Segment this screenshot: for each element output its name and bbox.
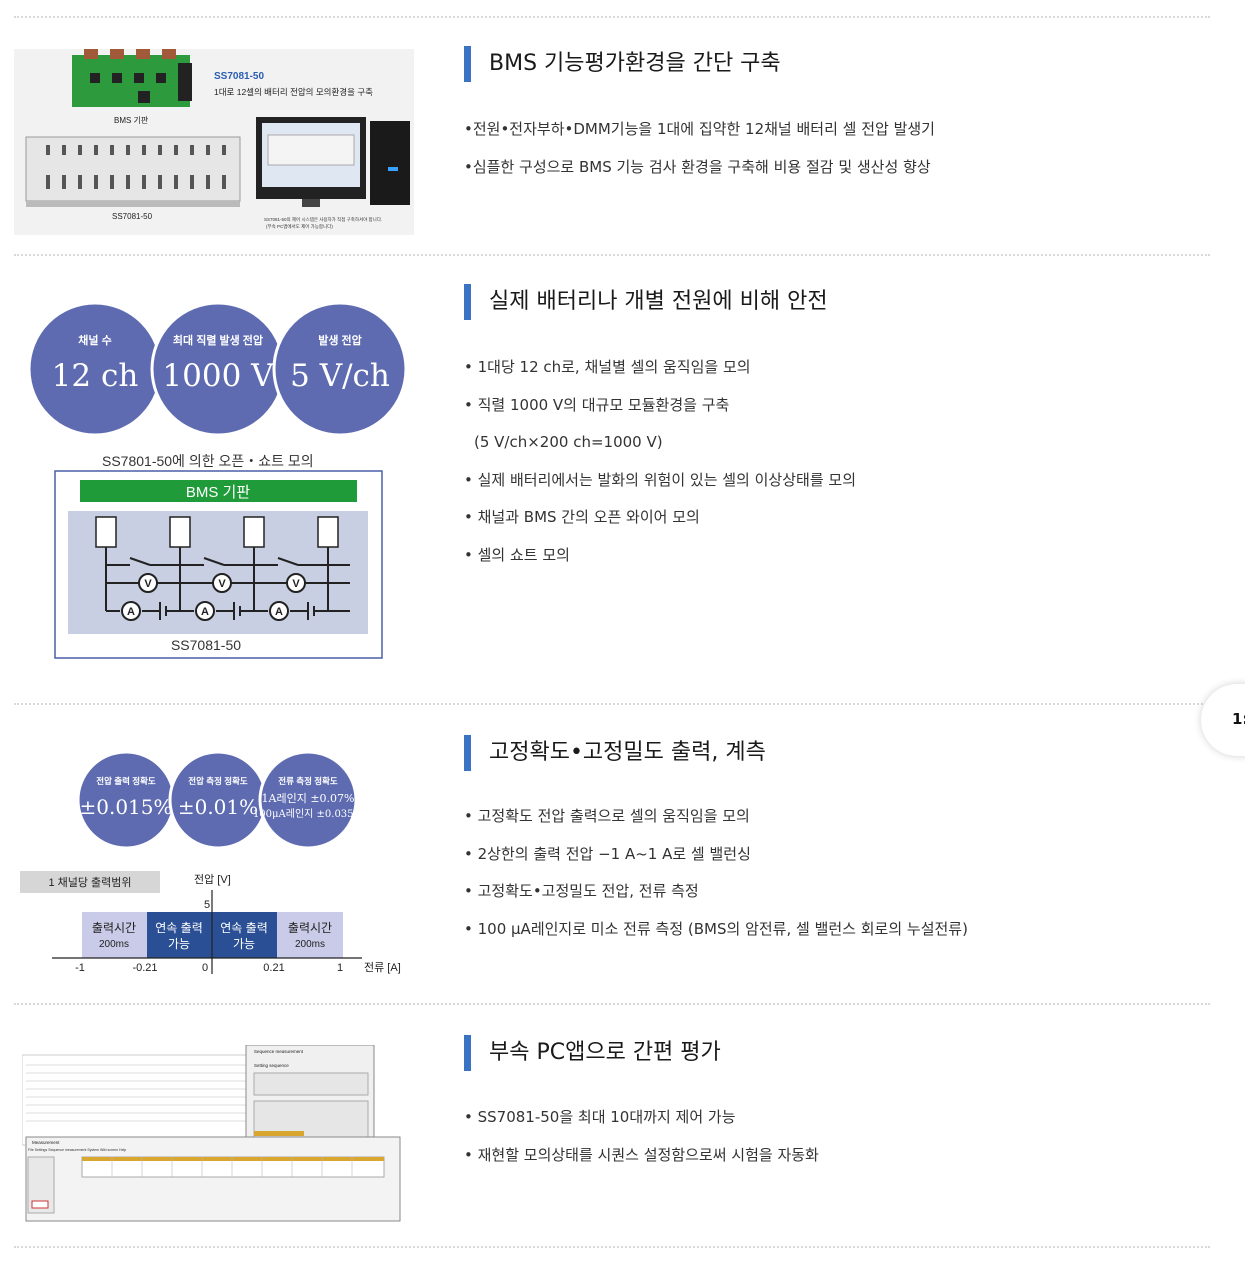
svg-text:전압 측정 정확도: 전압 측정 정확도 bbox=[188, 776, 248, 786]
bullet-item: • 채널과 BMS 간의 오픈 와이어 모의 bbox=[464, 508, 700, 526]
range-block bbox=[277, 912, 343, 958]
bms-board-bar bbox=[80, 480, 357, 502]
svg-text:최대 직렬 발생 전압: 최대 직렬 발생 전압 bbox=[173, 333, 263, 347]
svg-text:5: 5 bbox=[204, 899, 210, 911]
floating-side-tab[interactable]: 1: bbox=[1201, 684, 1245, 756]
section-divider bbox=[14, 703, 1210, 705]
svg-text:가능: 가능 bbox=[168, 937, 190, 951]
svg-text:0: 0 bbox=[202, 962, 208, 974]
svg-text:(부속 PC앱에서도 제어 가능합니다): (부속 PC앱에서도 제어 가능합니다) bbox=[266, 223, 333, 230]
svg-text:SS7081-50: SS7081-50 bbox=[214, 71, 264, 82]
section-divider bbox=[14, 1003, 1210, 1005]
accuracy-figure: 전압 출력 정확도 ±0.015% 전압 측정 정확도 ±0.01% 전류 측정… bbox=[20, 750, 401, 974]
svg-text:±0.015%: ±0.015% bbox=[79, 795, 172, 819]
svg-text:전류 [A]: 전류 [A] bbox=[364, 961, 401, 974]
svg-text:V: V bbox=[292, 578, 300, 590]
svg-text:가능: 가능 bbox=[233, 937, 255, 951]
section-divider bbox=[14, 254, 1210, 256]
measurement-window bbox=[25, 1136, 401, 1222]
bullet-item: • 고정확도 전압 출력으로 셀의 움직임을 모의 bbox=[464, 807, 750, 825]
safety-figure: 채널 수 12 ch 최대 직렬 발생 전압 1000 V 발생 전압 5 V/… bbox=[27, 301, 408, 659]
section-title-pc-app: 부속 PC앱으로 간편 평가 bbox=[464, 1035, 721, 1071]
spec-circle bbox=[76, 750, 358, 850]
bullet-item: • 직렬 1000 V의 대규모 모듈환경을 구축 bbox=[464, 395, 730, 414]
range-label-box bbox=[20, 871, 160, 893]
section-bullets-pc-app: • SS7081-50을 최대 10대까지 제어 가능 • 재현할 모의상태를 … bbox=[464, 1106, 819, 1181]
svg-text:File Settings Sequence measu: File Settings Sequence measurement Syste… bbox=[28, 1148, 126, 1152]
svg-text:1A레인지 ±0.07%: 1A레인지 ±0.07% bbox=[262, 792, 355, 805]
bullet-item: • 재현할 모의상태를 시퀀스 설정함으로써 시험을 자동화 bbox=[464, 1145, 819, 1164]
svg-text:Setting sequence: Setting sequence bbox=[254, 1063, 289, 1068]
bullet-item: •심플한 구성으로 BMS 기능 검사 환경을 구축해 비용 절감 및 생산성 … bbox=[464, 157, 931, 176]
section-bullets-safety: • 1대당 12 ch로, 채널별 셀의 움직임을 모의 • 직렬 1000 V… bbox=[464, 356, 856, 581]
svg-text:12 ch: 12 ch bbox=[52, 358, 139, 394]
svg-text:100μA레인지 ±0.035%: 100μA레인지 ±0.035% bbox=[253, 808, 363, 820]
pc-app-screenshot: Sequence measurement Setting sequence Me… bbox=[22, 1045, 401, 1222]
svg-text:SS7081-50의 제어 시스템은 사용자가 직접 구축하: SS7081-50의 제어 시스템은 사용자가 직접 구축하셔야 합니다. bbox=[264, 216, 382, 223]
section-bullets-accuracy: • 고정확도 전압 출력으로 셀의 움직임을 모의 • 2상한의 출력 전압 −… bbox=[464, 805, 968, 955]
bullet-item: • 1대당 12 ch로, 채널별 셀의 움직임을 모의 bbox=[464, 358, 751, 376]
bullet-item: • 실제 배터리에서는 발화의 위험이 있는 셀의 이상상태를 모의 bbox=[464, 470, 856, 489]
svg-text:BMS 기판: BMS 기판 bbox=[114, 116, 149, 125]
svg-text:200ms: 200ms bbox=[295, 939, 325, 950]
bullet-item: (5 V/ch×200 ch=1000 V) bbox=[474, 433, 663, 451]
svg-text:200ms: 200ms bbox=[99, 939, 129, 950]
bms-board-image bbox=[72, 55, 190, 107]
svg-text:1 채널당 출력범위: 1 채널당 출력범위 bbox=[48, 876, 131, 889]
svg-text:0.21: 0.21 bbox=[263, 962, 284, 974]
svg-text:1000 V: 1000 V bbox=[162, 358, 274, 394]
bullet-item: •전원•전자부하•DMM기능을 1대에 집약한 12채널 배터리 셀 전압 발생… bbox=[464, 120, 935, 138]
svg-text:연속 출력: 연속 출력 bbox=[220, 921, 268, 935]
svg-text:Sequence measurement: Sequence measurement bbox=[254, 1049, 304, 1054]
section-bullets-bms-setup: •전원•전자부하•DMM기능을 1대에 집약한 12채널 배터리 셀 전압 발생… bbox=[464, 118, 935, 193]
svg-text:A: A bbox=[275, 606, 283, 618]
svg-text:1대로 12셀의 배터리 전압의 모의환경을 구축: 1대로 12셀의 배터리 전압의 모의환경을 구축 bbox=[214, 87, 373, 97]
svg-text:±0.01%: ±0.01% bbox=[178, 795, 258, 819]
svg-text:BMS 기판: BMS 기판 bbox=[186, 484, 250, 501]
svg-text:Measurement: Measurement bbox=[32, 1140, 60, 1145]
svg-text:V: V bbox=[218, 578, 226, 590]
diagram-title: SS7801-50에 의한 오픈・쇼트 모의 bbox=[102, 453, 314, 469]
svg-text:V: V bbox=[144, 578, 152, 590]
svg-text:발생 전압: 발생 전압 bbox=[318, 333, 362, 347]
svg-text:1: 1 bbox=[337, 962, 343, 974]
bullet-item: • 셀의 쇼트 모의 bbox=[464, 545, 570, 564]
section-divider bbox=[14, 1246, 1210, 1248]
section-title-bms-setup: BMS 기능평가환경을 간단 구축 bbox=[464, 46, 781, 82]
range-block bbox=[212, 912, 277, 958]
bullet-item: • SS7081-50을 최대 10대까지 제어 가능 bbox=[464, 1108, 736, 1126]
svg-text:전압 [V]: 전압 [V] bbox=[194, 873, 231, 886]
product-setup-figure: BMS 기판 SS7081-50 1대로 12셀의 배터리 전압의 모의환경을 … bbox=[14, 49, 414, 235]
section-title-safety: 실제 배터리나 개별 전원에 비해 안전 bbox=[464, 284, 828, 320]
instrument-image bbox=[25, 136, 241, 202]
svg-text:5 V/ch: 5 V/ch bbox=[290, 358, 390, 394]
svg-text:-1: -1 bbox=[75, 962, 85, 974]
bullet-item: • 2상한의 출력 전압 −1 A~1 A로 셀 밸런싱 bbox=[464, 844, 751, 863]
svg-text:전압 출력 정확도: 전압 출력 정확도 bbox=[96, 776, 156, 786]
svg-text:출력시간: 출력시간 bbox=[288, 921, 332, 935]
range-block bbox=[82, 912, 147, 958]
svg-text:전류 측정 정확도: 전류 측정 정확도 bbox=[278, 776, 338, 786]
svg-text:-0.21: -0.21 bbox=[132, 962, 157, 974]
svg-text:SS7081-50: SS7081-50 bbox=[171, 637, 241, 653]
section-title-accuracy: 고정확도•고정밀도 출력, 계측 bbox=[464, 735, 766, 771]
range-block bbox=[147, 912, 212, 958]
svg-text:A: A bbox=[127, 606, 135, 618]
svg-text:채널 수: 채널 수 bbox=[78, 333, 111, 347]
side-tab-label: 1: bbox=[1232, 710, 1245, 728]
spec-circle bbox=[27, 301, 408, 437]
bullet-item: • 100 μA레인지로 미소 전류 측정 (BMS의 암전류, 셀 밸런스 회… bbox=[464, 919, 968, 938]
section-divider bbox=[14, 16, 1210, 18]
svg-text:A: A bbox=[201, 606, 209, 618]
svg-text:연속 출력: 연속 출력 bbox=[155, 921, 203, 935]
svg-text:SS7081-50: SS7081-50 bbox=[112, 212, 153, 221]
bullet-item: • 고정확도•고정밀도 전압, 전류 측정 bbox=[464, 882, 699, 900]
svg-text:출력시간: 출력시간 bbox=[92, 921, 136, 935]
